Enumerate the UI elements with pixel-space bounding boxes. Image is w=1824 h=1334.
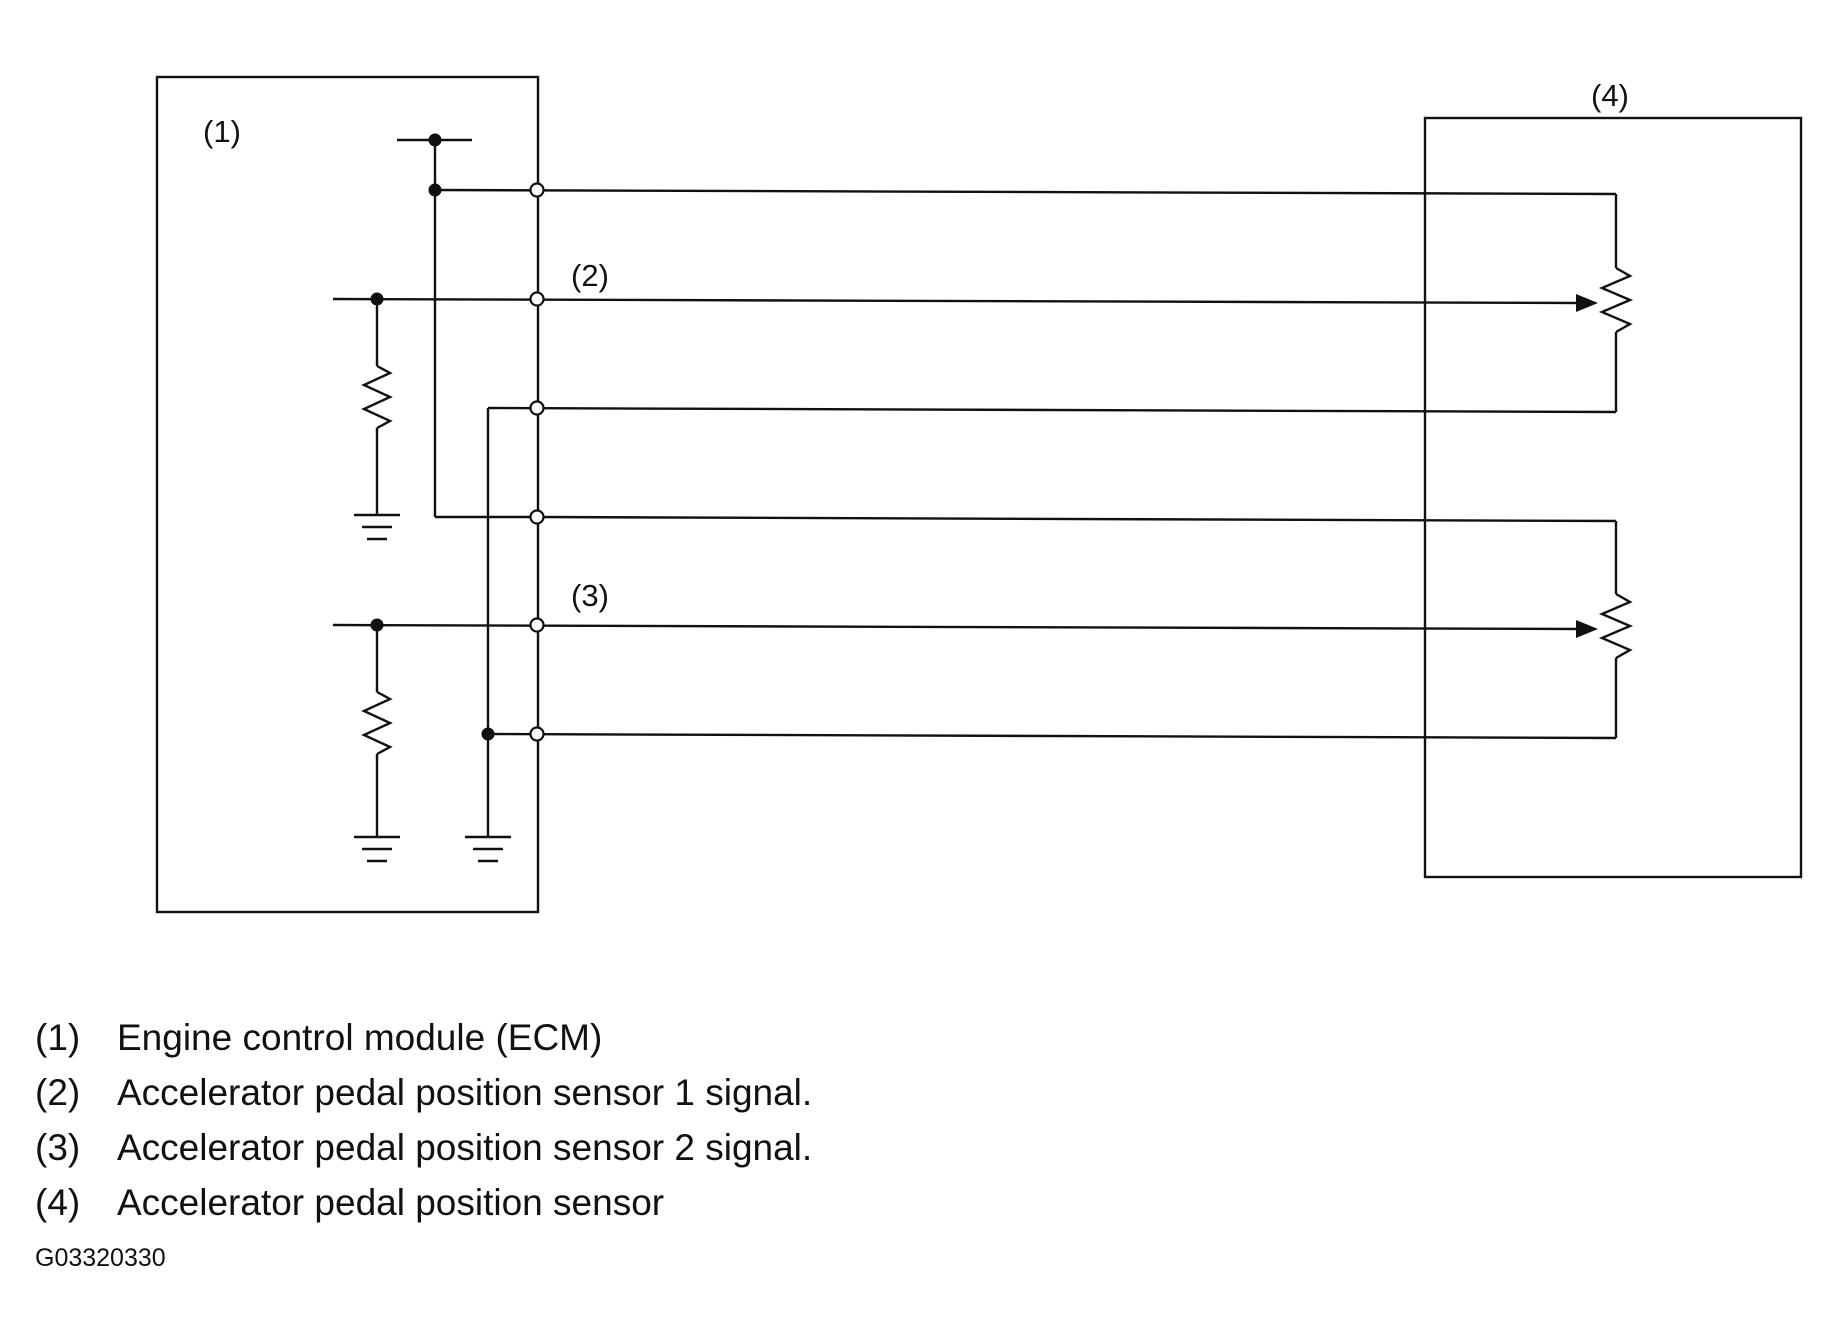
- sensor-2-resistor: [1598, 592, 1634, 660]
- signal-2-wiper-arrow: [1576, 620, 1598, 638]
- signal-1-pulldown-resistor: [361, 364, 393, 430]
- ground-symbol-1: [354, 513, 400, 541]
- signal-2-wire: [332, 623, 1583, 631]
- ecm-terminal-2: [529, 291, 545, 307]
- ecm-terminal-4: [529, 509, 545, 525]
- signal-2-label: (3): [571, 578, 609, 613]
- legend-item: (4) Accelerator pedal position sensor: [35, 1182, 664, 1223]
- legend-item-4-text: Accelerator pedal position sensor: [117, 1182, 664, 1223]
- wire-sensor-2-ground: [487, 732, 1617, 740]
- wire-power-sensor-1: [434, 188, 1617, 196]
- sensor-box: [1423, 116, 1803, 879]
- legend-item-3-num: (3): [35, 1127, 80, 1168]
- signal-1-wire: [332, 297, 1583, 305]
- ecm-terminal-1: [529, 182, 545, 198]
- ground-symbol-2: [354, 835, 400, 863]
- signal-2-pulldown-resistor: [361, 690, 393, 756]
- legend-item: (1) Engine control module (ECM): [35, 1017, 602, 1058]
- sensor-label: (4): [1591, 78, 1629, 113]
- legend-item-1-text: Engine control module (ECM): [117, 1017, 602, 1058]
- ecm-label: (1): [203, 114, 241, 149]
- legend-item-2-num: (2): [35, 1072, 80, 1113]
- legend-item: (2) Accelerator pedal position sensor 1 …: [35, 1072, 812, 1113]
- ecm-terminal-3: [529, 400, 545, 416]
- ground-symbol-3: [465, 835, 511, 863]
- wire-sensor-1-ground: [487, 406, 1617, 414]
- ecm-terminal-6: [529, 726, 545, 742]
- legend-item: (3) Accelerator pedal position sensor 2 …: [35, 1127, 812, 1168]
- signal-1-wiper-arrow: [1576, 294, 1598, 312]
- legend-item-1-num: (1): [35, 1017, 80, 1058]
- figure-code: G03320330: [35, 1244, 166, 1272]
- ecm-box: [155, 75, 540, 914]
- signal-1-label: (2): [571, 258, 609, 293]
- sensor-1-resistor: [1598, 266, 1634, 334]
- legend-item-4-num: (4): [35, 1182, 80, 1223]
- legend-item-3-text: Accelerator pedal position sensor 2 sign…: [117, 1127, 812, 1168]
- wire-power-sensor-2: [536, 515, 1617, 523]
- legend: (1) Engine control module (ECM) (2) Acce…: [35, 1017, 812, 1223]
- ecm-terminal-5: [529, 617, 545, 633]
- legend-item-2-text: Accelerator pedal position sensor 1 sign…: [117, 1072, 812, 1113]
